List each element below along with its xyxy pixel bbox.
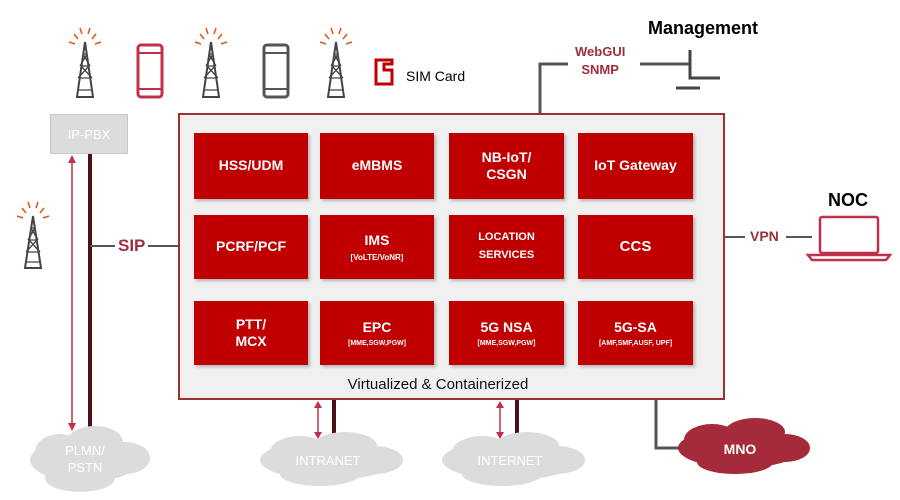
ip-pbx-box: IP-PBX: [50, 114, 128, 154]
laptop-icon: [805, 215, 893, 262]
vpn-label: VPN: [750, 228, 779, 244]
mno-cloud: [678, 418, 810, 474]
terminal-icon: [676, 50, 720, 90]
mno-label: MNO: [723, 441, 757, 457]
module-hss-udm: HSS/UDM: [194, 133, 308, 199]
module-pcrf-pcf: PCRF/PCF: [194, 215, 308, 279]
module-ptt-mcx: PTT/ MCX: [194, 301, 308, 365]
sim-card-icon: [374, 58, 394, 86]
noc-label: NOC: [828, 190, 868, 210]
module-location-services: LOCATION SERVICES: [449, 215, 564, 279]
intranet-cloud: [260, 432, 403, 486]
arrow-up-head: [68, 155, 76, 163]
module-5g-sa: 5G-SA [AMF,SMF,AUSF, UPF]: [578, 301, 693, 365]
plmn-cloud: [30, 426, 150, 492]
antenna-icon: [16, 201, 50, 269]
module-5g-nsa: 5G NSA [MME,SGW,PGW]: [449, 301, 564, 365]
arrow-down-head: [68, 423, 76, 431]
core-caption: Virtualized & Containerized: [347, 376, 529, 393]
management-link: [538, 62, 568, 113]
module-ccs: CCS: [578, 215, 693, 279]
phone-grey-icon: [262, 43, 290, 99]
sim-card-label: SIM Card: [406, 68, 466, 84]
intranet-label: INTRANET: [295, 453, 361, 468]
module-nb-iot-csgn: NB-IoT/ CSGN: [449, 133, 564, 199]
module-iot-gateway: IoT Gateway: [578, 133, 693, 199]
module-ims: IMS [VoLTE/VoNR]: [320, 215, 434, 279]
sip-label: SIP: [118, 236, 146, 255]
webgui-snmp-label: WebGUI SNMP: [575, 43, 625, 78]
module-embms: eMBMS: [320, 133, 434, 199]
internet-cloud: [442, 432, 585, 486]
phone-red-icon: [136, 43, 164, 99]
antenna-icon: [319, 27, 353, 98]
webgui-label: WebGUI: [575, 44, 626, 59]
internet-label: INTERNET: [477, 453, 543, 468]
snmp-label: SNMP: [581, 61, 619, 77]
antenna-icon: [194, 27, 228, 98]
plmn-pstn-label: PLMN/ PSTN: [65, 443, 105, 475]
antenna-icon: [68, 27, 102, 98]
module-epc: EPC [MME,SGW,PGW]: [320, 301, 434, 365]
management-label: Management: [648, 18, 759, 38]
